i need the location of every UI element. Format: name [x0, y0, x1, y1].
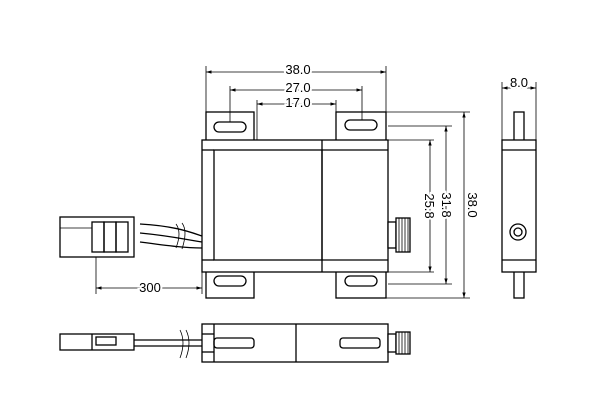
mounting-slot — [213, 275, 247, 287]
mounting-slot — [213, 121, 247, 133]
dim-hole-spacing-inner: 17.0 — [285, 95, 310, 110]
mounting-slot — [344, 119, 378, 131]
bottom-body — [201, 323, 389, 363]
side-body — [501, 139, 537, 273]
cable — [139, 222, 203, 250]
front-view — [59, 111, 411, 299]
bottom-view — [59, 323, 411, 363]
mounting-tab-top-right — [335, 111, 387, 143]
output-spline — [387, 217, 411, 253]
dim-hole-spacing-vertical: 25.8 — [422, 193, 437, 218]
side-view: 8.0 — [501, 73, 537, 299]
servo-body — [201, 139, 389, 273]
dim-overall-height: 38.0 — [465, 192, 480, 217]
dim-thickness: 8.0 — [510, 75, 528, 90]
side-tab-top — [513, 111, 525, 143]
mounting-slot — [344, 275, 378, 287]
dim-overall-width: 38.0 — [285, 62, 310, 77]
dimensions-front: 38.0 27.0 17.0 38.0 31.8 25.8 300 — [95, 60, 482, 299]
connector-plug — [59, 216, 135, 258]
output-shaft-circle — [509, 223, 527, 241]
dim-body-height: 31.8 — [439, 192, 454, 217]
dim-hole-spacing-outer: 27.0 — [285, 80, 310, 95]
dim-cable-length: 300 — [139, 280, 161, 295]
